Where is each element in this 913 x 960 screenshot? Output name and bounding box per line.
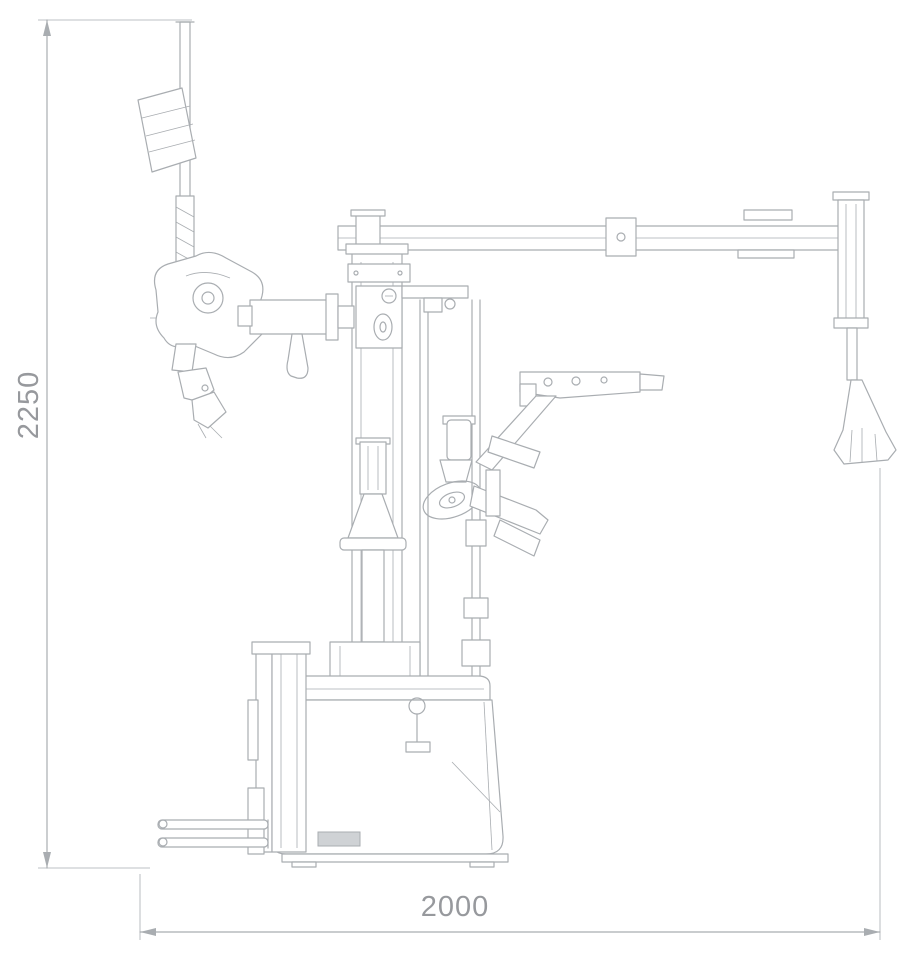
press-arm-assembly (422, 371, 665, 557)
guide-rails (419, 299, 491, 743)
arrow-left-icon (140, 928, 156, 936)
mounting-head (347, 263, 469, 349)
wheel-lift (157, 641, 311, 855)
horizontal-dimension: 2000 (139, 468, 881, 940)
arrow-up-icon (43, 20, 51, 36)
bead-roller-head (832, 191, 897, 465)
vertical-dimension: 2250 (13, 19, 192, 869)
width-dimension-label: 2000 (421, 891, 490, 923)
helper-arm-assembly (137, 21, 355, 439)
horizontal-swing-arm (337, 209, 861, 259)
arrow-down-icon (43, 852, 51, 868)
base-cabinet (271, 675, 509, 868)
height-dimension-label: 2250 (13, 371, 45, 440)
wheel-spindle-cone (329, 437, 421, 691)
arrow-right-icon (864, 928, 880, 936)
